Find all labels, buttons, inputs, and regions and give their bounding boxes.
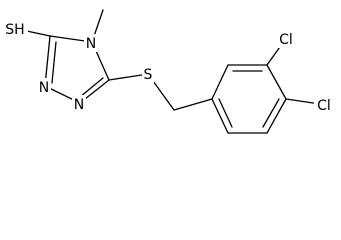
bond-c5-s: [108, 73, 149, 81]
cl-top-label-bg: [276, 30, 296, 48]
bond-ar-4-5-inner: [262, 98, 280, 128]
n4-label: N: [86, 36, 96, 52]
thioether-s-label: S: [144, 67, 153, 83]
n4-label-bg: [84, 34, 98, 52]
bond-ar-6-1: [211, 98, 229, 134]
bond-ar-1-2: [211, 64, 229, 100]
bond-n2-c3: [44, 35, 51, 87]
bond-n2-c3-double: [51, 41, 57, 84]
cl-right-label: Cl: [317, 98, 331, 114]
s-label-bg: [142, 65, 154, 83]
bond-ch2-ring: [173, 98, 213, 111]
bond-c5-n1-double: [79, 77, 104, 98]
bond-ar-6-1-inner: [218, 98, 233, 128]
thiol-label-bg: [2, 20, 28, 38]
molecule-structure-diagram: SH N N N S Cl Cl: [2, 9, 334, 134]
n1-label-bg: [72, 95, 86, 113]
n2-label-bg: [37, 78, 51, 96]
thiol-label: SH: [5, 22, 24, 38]
cl-right-label-bg: [314, 96, 334, 114]
bond-ar-4-5: [266, 98, 287, 134]
n2-label: N: [39, 80, 49, 96]
bond-ar-3-4: [266, 64, 287, 100]
cl-top-label: Cl: [279, 32, 293, 48]
n1-label: N: [74, 97, 84, 113]
